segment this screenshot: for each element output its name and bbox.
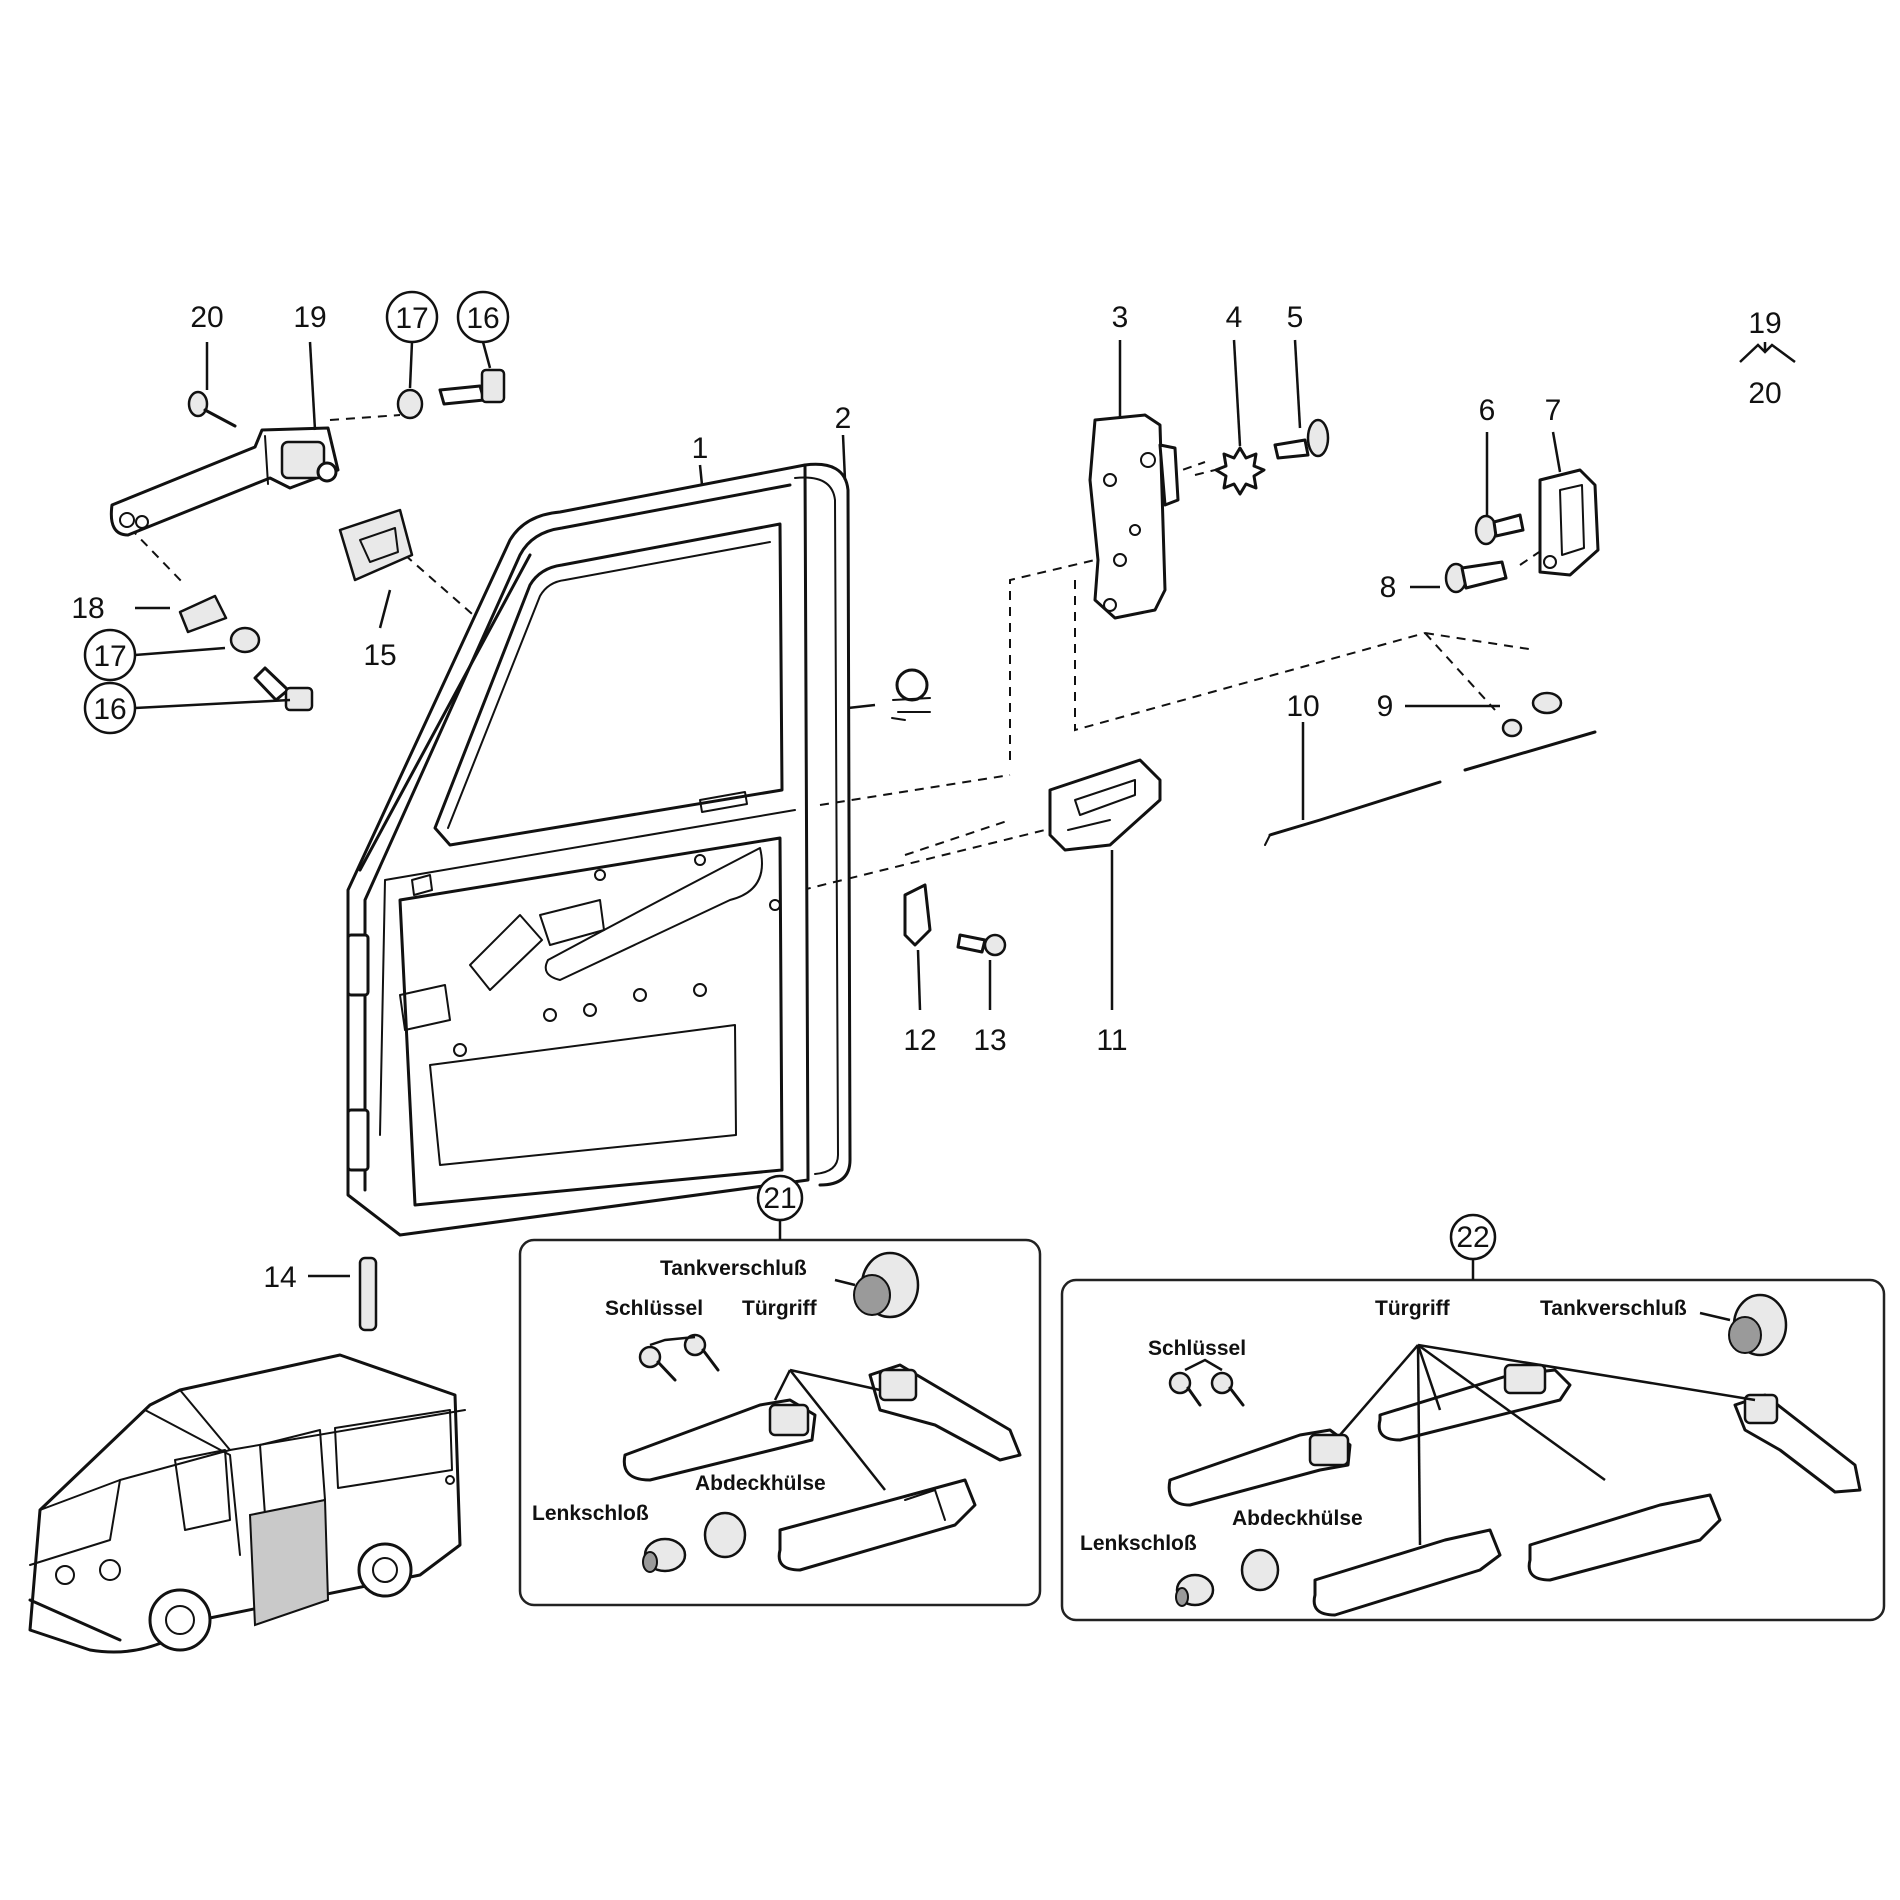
kit-21-parts xyxy=(622,1251,1022,1573)
callout-leaders xyxy=(134,339,1796,1280)
door-lock-part-3 xyxy=(1088,413,1180,620)
callout-12: 12 xyxy=(903,1024,936,1057)
key-part-20 xyxy=(187,390,237,428)
kit21-label-key: Schlüssel xyxy=(605,1297,703,1320)
screw-part-5 xyxy=(1273,418,1330,460)
callout-19-right: 19 xyxy=(1748,307,1781,340)
striker-plate-part-7 xyxy=(1538,468,1600,577)
screw-part-13 xyxy=(956,933,1007,957)
handle-gasket-part-15 xyxy=(338,508,414,582)
callout-11: 11 xyxy=(1096,1024,1127,1057)
striker-pin-part-8 xyxy=(1444,560,1508,594)
washer-part-17-lower xyxy=(229,626,261,654)
kit21-label-handle: Türgriff xyxy=(742,1297,818,1320)
callout-14: 14 xyxy=(263,1261,296,1294)
callout-17-left: 17 xyxy=(93,640,126,673)
callout-21: 21 xyxy=(763,1182,796,1215)
callout-13: 13 xyxy=(973,1024,1006,1057)
callout-19-top: 19 xyxy=(293,301,326,334)
star-washer-part-4 xyxy=(1214,446,1266,496)
seal-clip xyxy=(891,668,931,721)
callout-18: 18 xyxy=(71,592,104,625)
kit22-label-handle: Türgriff xyxy=(1375,1297,1451,1320)
callout-16-left: 16 xyxy=(93,693,126,726)
lock-button-part-12 xyxy=(903,883,932,947)
callout-20-right: 20 xyxy=(1748,377,1781,410)
callout-20-top: 20 xyxy=(190,301,223,334)
inside-handle-part-11 xyxy=(1048,758,1162,852)
plug-part-14 xyxy=(358,1256,378,1332)
bolt-part-16 xyxy=(438,368,506,406)
callout-4: 4 xyxy=(1226,301,1243,334)
callout-6: 6 xyxy=(1479,394,1496,427)
kit21-label-cover: Abdeckhülse xyxy=(695,1472,826,1495)
screw-part-6 xyxy=(1474,513,1525,546)
outside-door-handle-part-19 xyxy=(109,426,340,537)
door-shell-part-1 xyxy=(346,463,810,1237)
kit22-label-cover: Abdeckhülse xyxy=(1232,1507,1363,1530)
callout-7: 7 xyxy=(1545,394,1562,427)
door-seal-part-2 xyxy=(794,462,852,1187)
callout-16-top: 16 xyxy=(466,302,499,335)
callout-15: 15 xyxy=(363,639,396,672)
callout-3: 3 xyxy=(1112,301,1129,334)
vehicle-thumbnail xyxy=(28,1353,466,1654)
callout-2: 2 xyxy=(835,402,852,435)
kit22-label-key: Schlüssel xyxy=(1148,1337,1246,1360)
washer-part-17 xyxy=(396,388,424,420)
callout-1: 1 xyxy=(692,432,709,465)
kit-22-parts xyxy=(1167,1293,1862,1617)
kit21-label-tank: Tankverschluß xyxy=(660,1257,807,1280)
callout-8: 8 xyxy=(1380,571,1397,604)
kit22-label-steer: Lenkschloß xyxy=(1080,1532,1197,1555)
callout-17-top: 17 xyxy=(395,302,428,335)
bolt-part-16-lower xyxy=(253,666,314,712)
gasket-part-18 xyxy=(178,594,228,634)
callout-10: 10 xyxy=(1286,690,1319,723)
callout-22: 22 xyxy=(1456,1221,1489,1254)
kit22-label-tank: Tankverschluß xyxy=(1540,1297,1687,1320)
callout-9: 9 xyxy=(1377,690,1394,723)
kit21-label-steer: Lenkschloß xyxy=(532,1502,649,1525)
lock-rod-part-9 xyxy=(1463,691,1597,772)
actuating-rod-part-10 xyxy=(1264,780,1442,846)
callout-5: 5 xyxy=(1287,301,1304,334)
